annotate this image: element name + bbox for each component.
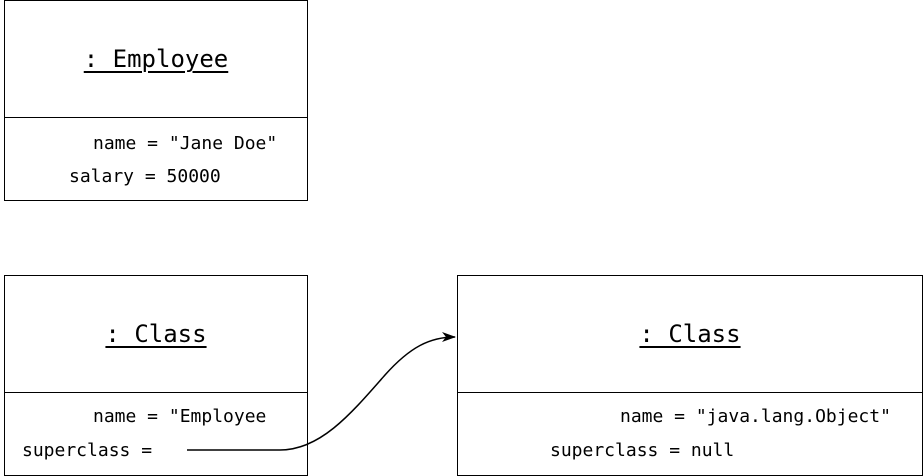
employee-object-title: : Employee <box>5 1 307 118</box>
object-class-superclass-attribute: superclass = null <box>550 440 735 461</box>
employee-class-object-box: : Class name = "Employee superclass = <box>4 275 308 476</box>
employee-salary-attribute: salary = 50000 <box>69 166 221 187</box>
object-class-object-box: : Class name = "java.lang.Object" superc… <box>457 275 923 476</box>
employee-name-attribute: name = "Jane Doe" <box>93 133 278 154</box>
employee-class-object-title: : Class <box>5 276 307 393</box>
employee-class-name-attribute: name = "Employee <box>93 406 267 427</box>
object-class-object-title: : Class <box>458 276 922 393</box>
object-class-name-attribute: name = "java.lang.Object" <box>620 406 891 427</box>
employee-object-box: : Employee name = "Jane Doe" salary = 50… <box>4 0 308 201</box>
employee-class-superclass-attribute: superclass = <box>22 440 153 461</box>
